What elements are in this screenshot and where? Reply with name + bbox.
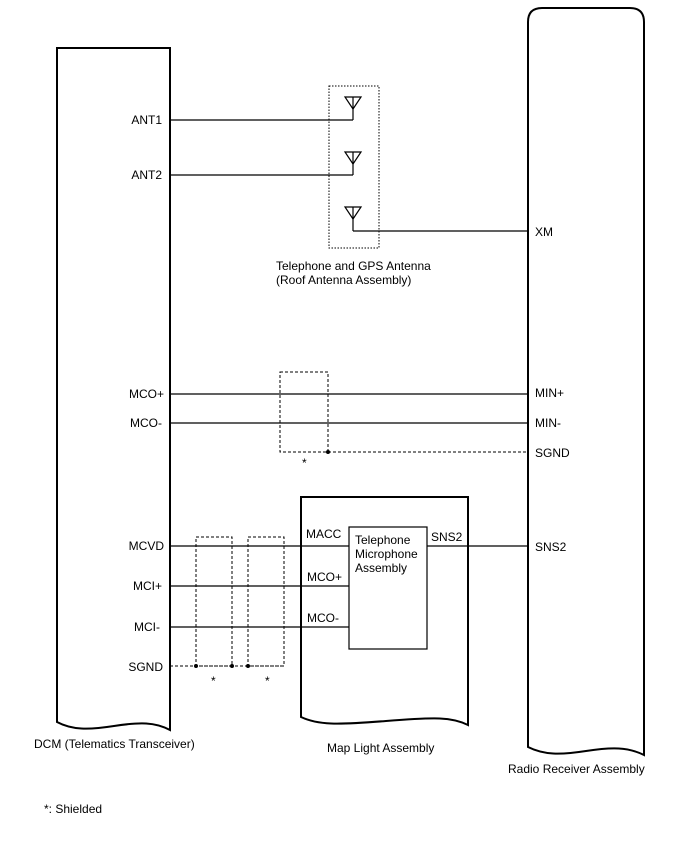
- shield-box: [195, 536, 233, 667]
- shield-box: [279, 371, 329, 453]
- shield-mark: *: [211, 674, 216, 688]
- microphone-label-line-3: Assembly: [355, 561, 407, 575]
- microphone-box: [348, 526, 428, 650]
- antenna-icon: [343, 206, 363, 231]
- antenna-label-line-1: Telephone and GPS Antenna: [276, 259, 431, 273]
- shield-mark: *: [265, 674, 270, 688]
- pin-label-mco-plus: MCO+: [129, 387, 164, 401]
- microphone-label-line-1: Telephone: [355, 533, 411, 547]
- antenna-label-line-2: (Roof Antenna Assembly): [276, 273, 411, 287]
- pin-label-mco-minus-map: MCO-: [307, 611, 339, 625]
- antenna-icon: [343, 96, 363, 120]
- pin-label-macc: MACC: [306, 527, 342, 541]
- footnote: *: Shielded: [44, 802, 102, 816]
- junction-dot: [194, 664, 198, 668]
- pin-label-min-minus: MIN-: [535, 416, 561, 430]
- pin-label-ant2: ANT2: [131, 168, 162, 182]
- pin-label-sns2-radio: SNS2: [535, 540, 567, 554]
- microphone-label-line-2: Microphone: [355, 547, 418, 561]
- pin-label-mco-minus: MCO-: [130, 416, 162, 430]
- antenna-dotted-box: [328, 85, 380, 249]
- pin-label-mci-plus: MCI+: [133, 579, 162, 593]
- pin-label-sgnd: SGND: [128, 660, 163, 674]
- dcm-box: [56, 47, 171, 732]
- junction-dot: [246, 664, 250, 668]
- pin-label-xm: XM: [535, 225, 553, 239]
- radio-receiver-label: Radio Receiver Assembly: [508, 762, 645, 776]
- junction-dot: [230, 664, 234, 668]
- pin-label-sgnd-radio: SGND: [535, 446, 570, 460]
- pin-label-ant1: ANT1: [131, 113, 162, 127]
- pin-label-mco-plus-map: MCO+: [307, 570, 342, 584]
- map-light-label: Map Light Assembly: [327, 741, 434, 755]
- antenna-icon: [343, 151, 363, 175]
- pin-label-mcvd: MCVD: [129, 539, 165, 553]
- junction-dot: [326, 450, 330, 454]
- shield-box: [247, 536, 285, 667]
- dcm-label: DCM (Telematics Transceiver): [34, 737, 195, 751]
- shield-mark: *: [302, 456, 307, 470]
- pin-label-sns2-map: SNS2: [431, 530, 463, 544]
- pin-label-min-plus: MIN+: [535, 386, 564, 400]
- radio-receiver-box: [527, 7, 645, 757]
- pin-label-mci-minus: MCI-: [134, 620, 160, 634]
